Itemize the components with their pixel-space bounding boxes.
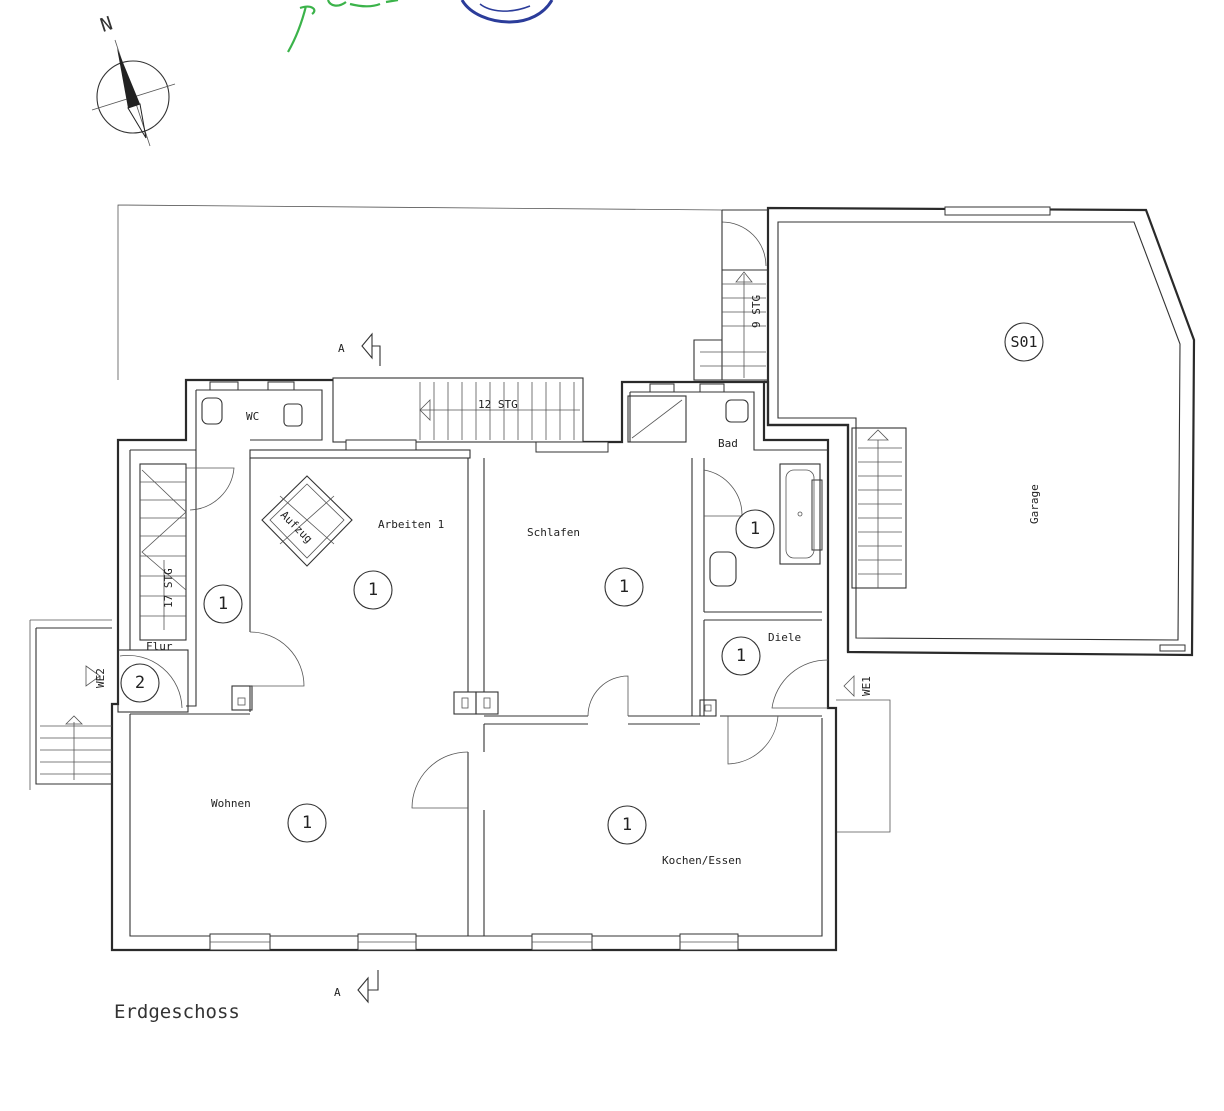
stair-17-label: 17 STG — [162, 568, 175, 608]
stair-12-label: 12 STG — [478, 398, 518, 411]
north-label: N — [98, 12, 116, 36]
stamp-mark — [460, 0, 554, 24]
section-markers: A A — [334, 332, 381, 1004]
unit-diele: 1 — [736, 646, 746, 666]
section-top-label: A — [338, 342, 345, 355]
room-wc-label: WC — [246, 410, 259, 423]
flur-stair-17: 17 STG — [139, 463, 187, 641]
signature-mark — [287, 0, 399, 53]
fixtures — [201, 395, 821, 587]
unit-kochen: 1 — [622, 815, 632, 835]
stair-9-label: 9 STG — [750, 295, 763, 328]
main-stair-12: 12 STG — [332, 377, 584, 443]
section-bottom-label: A — [334, 986, 341, 999]
room-bad-label: Bad — [718, 437, 738, 450]
unit-garage: S01 — [1010, 333, 1037, 351]
garage-outline — [721, 206, 1196, 657]
unit-stair: 1 — [218, 594, 228, 614]
room-schlafen-label: Schlafen — [527, 526, 580, 539]
we2-label: WE2 — [94, 668, 107, 688]
room-garage-label: Garage — [1028, 484, 1041, 524]
unit-bubbles: 1 1 1 1 1 2 1 1 S01 — [120, 322, 1044, 845]
unit-wohnen: 1 — [302, 813, 312, 833]
we1-marker: WE1 — [843, 675, 873, 697]
building-walls — [110, 378, 850, 952]
windows — [209, 381, 823, 951]
compass-icon: N — [91, 12, 176, 147]
unit-flur: 2 — [135, 673, 145, 693]
unit-bad: 1 — [750, 519, 760, 539]
room-flur-label: Flur — [146, 640, 173, 653]
unit-schlafen: 1 — [619, 577, 629, 597]
floor-title: Erdgeschoss — [114, 1001, 240, 1023]
room-arbeiten-label: Arbeiten 1 — [378, 518, 444, 531]
elevator-shaft: Aufzug — [261, 475, 353, 567]
outer-stair-9: 9 STG — [693, 269, 769, 381]
room-labels: WC Arbeiten 1 Schlafen Bad Diele Flur Wo… — [146, 410, 1041, 867]
doors — [119, 467, 829, 809]
we2-stair: WE2 — [35, 627, 112, 785]
garage-stairs — [851, 427, 907, 589]
room-diele-label: Diele — [768, 631, 801, 644]
room-wohnen-label: Wohnen — [211, 797, 251, 810]
unit-arbeiten: 1 — [368, 580, 378, 600]
plot-boundary — [29, 204, 891, 833]
room-kochen-label: Kochen/Essen — [662, 854, 741, 867]
we1-label: WE1 — [860, 676, 873, 696]
elevator-label: Aufzug — [278, 508, 315, 545]
